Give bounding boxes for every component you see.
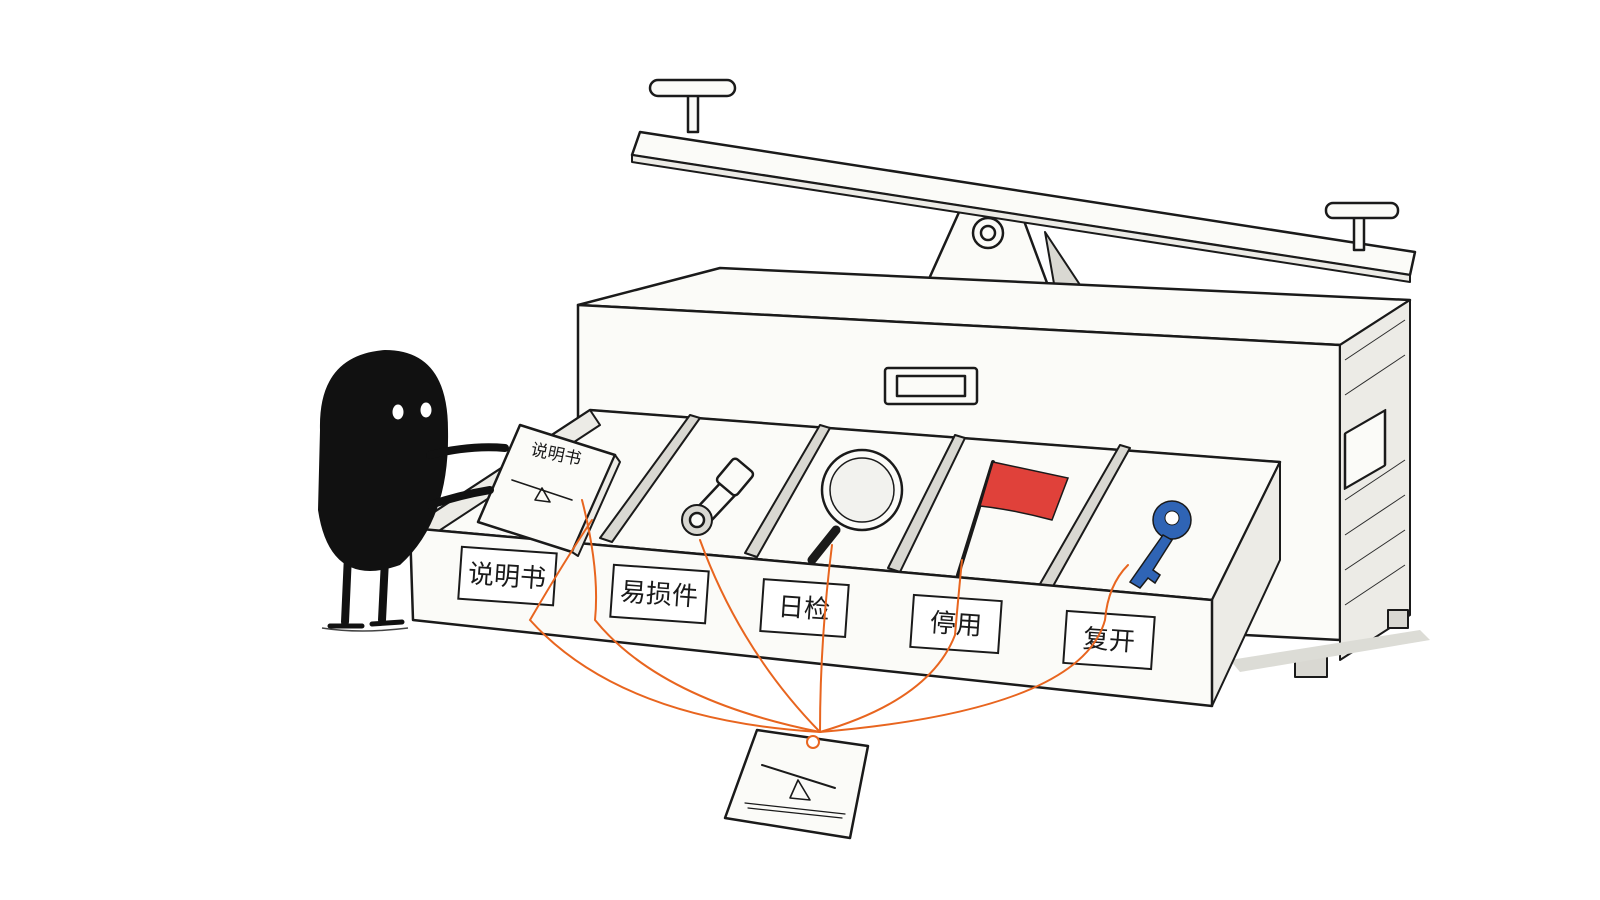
orange-strings	[528, 499, 1129, 733]
compartment-label-text: 复开	[1082, 624, 1136, 658]
side-hatching	[1344, 319, 1406, 606]
red-flag-icon	[956, 460, 1070, 577]
black-creature	[318, 350, 509, 632]
drawer-dividers	[599, 414, 1131, 589]
compartment-label-text: 说明书	[467, 559, 547, 594]
magnifying-glass-icon	[807, 448, 904, 565]
compartment-label-0: 说明书	[457, 545, 558, 607]
blue-key-icon	[1128, 500, 1192, 589]
compartment-label-4: 复开	[1062, 609, 1156, 671]
compartment-label-text: 日检	[777, 592, 831, 626]
hanging-tag	[723, 728, 870, 840]
bolt-icon	[681, 457, 755, 536]
compartment-label-text: 易损件	[619, 577, 699, 612]
compartment-label-2: 日检	[759, 578, 850, 639]
manual-book: 说明书	[476, 423, 621, 557]
compartment-label-1: 易损件	[609, 563, 710, 625]
